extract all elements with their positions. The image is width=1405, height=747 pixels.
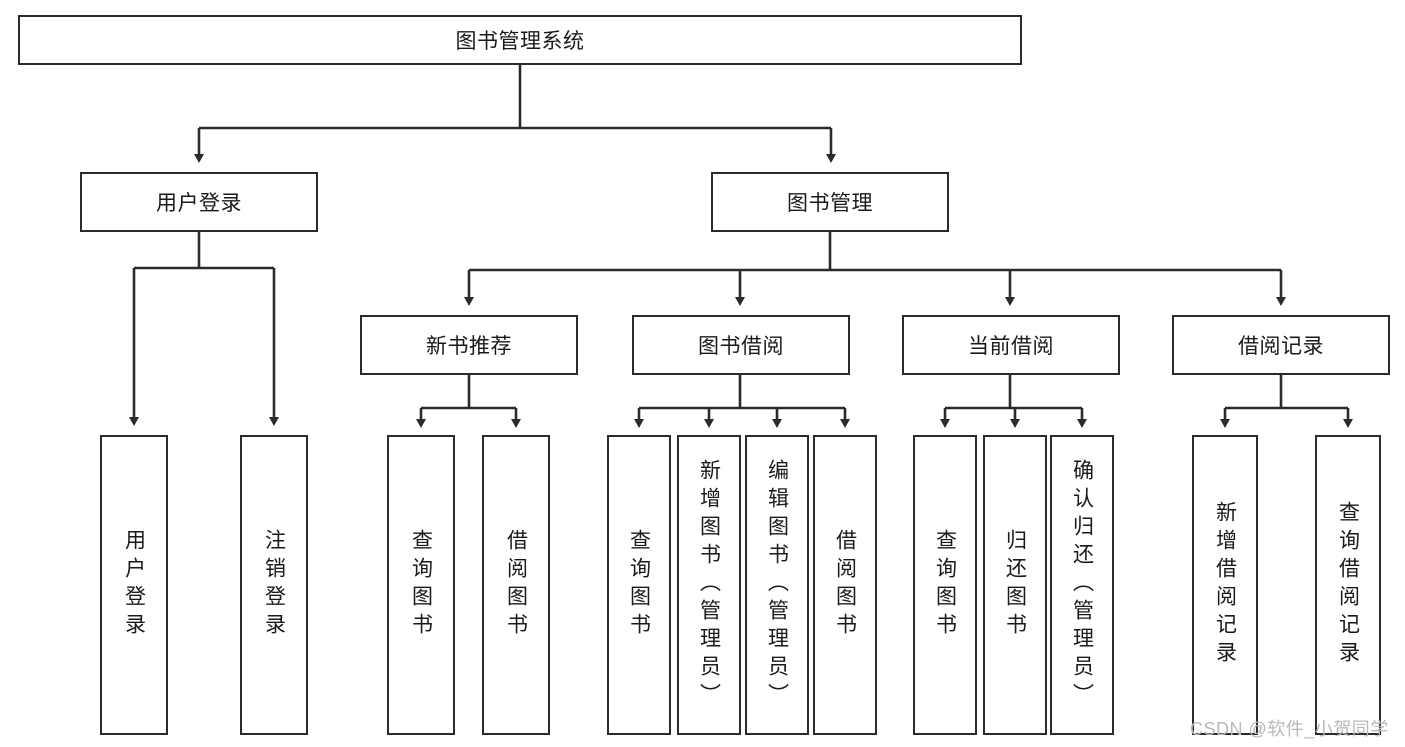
node-current-borrow[interactable]: 当前借阅 [902,315,1120,375]
node-leaf-query-record[interactable]: 查询借阅记录 [1315,435,1381,735]
node-new-book-recommend-label: 新书推荐 [426,335,512,358]
node-leaf-return-book[interactable]: 归还图书 [983,435,1047,735]
node-leaf-query-book-3[interactable]: 查询图书 [913,435,977,735]
node-leaf-user-login-label: 用户登录 [122,529,146,641]
node-leaf-logout-label: 注销登录 [262,529,286,641]
node-leaf-query-book-2[interactable]: 查询图书 [607,435,671,735]
node-book-borrow[interactable]: 图书借阅 [632,315,850,375]
node-leaf-query-book-1-label: 查询图书 [409,529,433,641]
watermark-text: CSDN @软件_小贺同学 [1190,719,1389,739]
node-leaf-add-book-label: 新增图书（管理员） [697,459,721,711]
node-leaf-return-book-label: 归还图书 [1003,529,1027,641]
node-current-borrow-label: 当前借阅 [968,335,1054,358]
node-borrow-record[interactable]: 借阅记录 [1172,315,1390,375]
node-leaf-query-book-3-label: 查询图书 [933,529,957,641]
node-leaf-confirm-return[interactable]: 确认归还（管理员） [1050,435,1114,735]
node-user-login[interactable]: 用户登录 [80,172,318,232]
node-leaf-borrow-book-1[interactable]: 借阅图书 [482,435,550,735]
node-leaf-user-login[interactable]: 用户登录 [100,435,168,735]
node-leaf-borrow-book-2[interactable]: 借阅图书 [813,435,877,735]
node-leaf-query-book-1[interactable]: 查询图书 [387,435,455,735]
node-book-manage[interactable]: 图书管理 [711,172,949,232]
node-book-manage-label: 图书管理 [787,192,873,215]
node-book-borrow-label: 图书借阅 [698,335,784,358]
node-leaf-edit-book[interactable]: 编辑图书（管理员） [745,435,809,735]
node-leaf-query-record-label: 查询借阅记录 [1336,501,1360,669]
node-root-label: 图书管理系统 [455,30,585,53]
node-borrow-record-label: 借阅记录 [1238,335,1324,358]
node-leaf-add-book[interactable]: 新增图书（管理员） [677,435,741,735]
node-root[interactable]: 图书管理系统 [18,15,1022,65]
node-leaf-borrow-book-2-label: 借阅图书 [833,529,857,641]
node-leaf-logout[interactable]: 注销登录 [240,435,308,735]
node-user-login-label: 用户登录 [156,192,242,215]
node-leaf-add-record[interactable]: 新增借阅记录 [1192,435,1258,735]
node-leaf-add-record-label: 新增借阅记录 [1213,501,1237,669]
node-leaf-borrow-book-1-label: 借阅图书 [504,529,528,641]
node-leaf-edit-book-label: 编辑图书（管理员） [765,459,789,711]
node-leaf-confirm-return-label: 确认归还（管理员） [1070,459,1094,711]
node-leaf-query-book-2-label: 查询图书 [627,529,651,641]
node-new-book-recommend[interactable]: 新书推荐 [360,315,578,375]
